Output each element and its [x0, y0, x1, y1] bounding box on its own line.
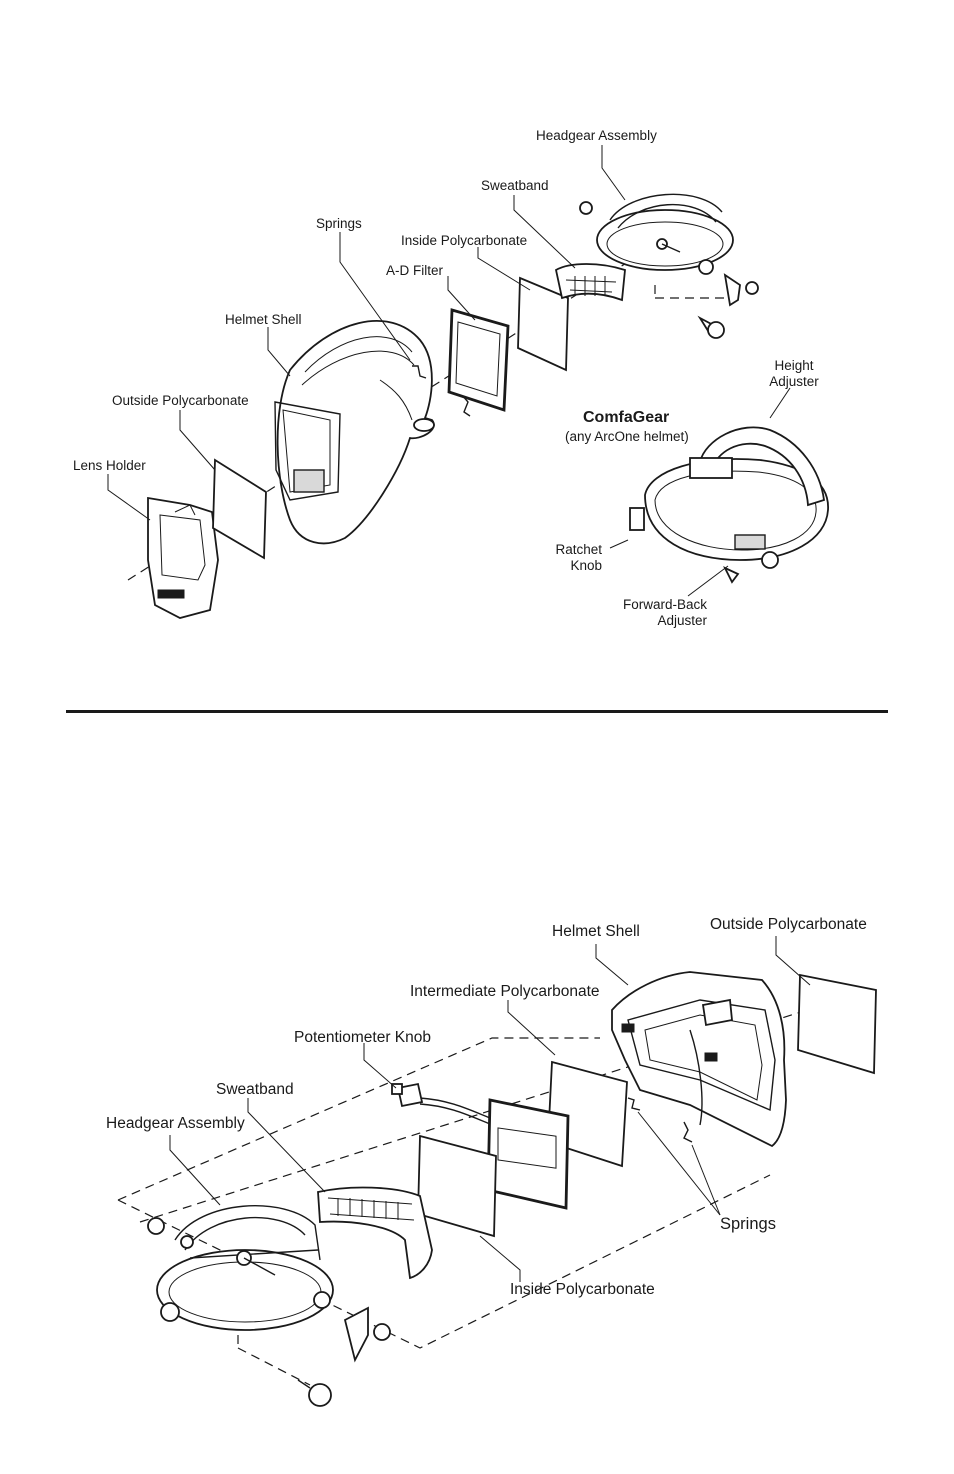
- helmet-shell-part-bottom: [611, 971, 787, 1148]
- label-potentiometer-knob: Potentiometer Knob: [294, 1029, 432, 1046]
- label-outside-polycarbonate-top: Outside Polycarbonate: [112, 393, 249, 408]
- outside-polycarbonate-part-bottom: [797, 973, 877, 1075]
- label-ratchet-knob: Ratchet Knob: [555, 542, 602, 573]
- sweatband-part: [554, 263, 626, 302]
- intermediate-polycarbonate-part: [547, 1060, 628, 1168]
- label-ad-filter: A-D Filter: [386, 263, 443, 278]
- comfagear-subtitle: (any ArcOne helmet): [565, 429, 689, 444]
- label-intermediate-polycarbonate: Intermediate Polycarbonate: [410, 983, 600, 1000]
- helmet-shell-part: [274, 320, 435, 545]
- outside-polycarbonate-part: [212, 458, 267, 560]
- filter-cartridge-bottom: [419, 1097, 570, 1210]
- label-helmet-shell-top: Helmet Shell: [225, 312, 302, 327]
- headgear-assembly-part-bottom: [147, 1205, 391, 1407]
- label-headgear-assembly-top: Headgear Assembly: [536, 128, 657, 143]
- top-leader-lines: [107, 145, 791, 597]
- sweatband-part-bottom: [317, 1186, 433, 1280]
- label-inside-polycarbonate-bottom: Inside Polycarbonate: [510, 1281, 655, 1298]
- lens-holder-part: [147, 496, 219, 619]
- label-sweatband-top: Sweatband: [481, 178, 549, 193]
- comfagear-title: ComfaGear: [583, 409, 670, 426]
- spring-bottom-1: [627, 1097, 641, 1111]
- potentiometer-knob-part: [391, 1082, 424, 1108]
- label-helmet-shell-bottom: Helmet Shell: [552, 923, 640, 940]
- label-lens-holder: Lens Holder: [73, 458, 146, 473]
- label-height-adjuster: Height Adjuster: [769, 358, 819, 389]
- inside-polycarbonate-part: [517, 276, 569, 372]
- ad-filter-part: [447, 308, 510, 412]
- bottom-assembly-axis: [139, 989, 871, 1223]
- spring-upper: [412, 365, 427, 379]
- inside-polycarbonate-part-bottom: [417, 1134, 497, 1238]
- label-inside-polycarbonate-top: Inside Polycarbonate: [401, 233, 528, 248]
- dashed-guide-bottom: [117, 1174, 771, 1349]
- spring-bottom-2: [683, 1121, 693, 1143]
- section-divider: [66, 710, 888, 713]
- label-sweatband-bottom: Sweatband: [216, 1081, 294, 1098]
- label-headgear-assembly-bottom: Headgear Assembly: [106, 1115, 245, 1132]
- label-outside-polycarbonate-bottom: Outside Polycarbonate: [710, 916, 867, 933]
- comfagear-drawing: [629, 426, 829, 584]
- headgear-assembly-part: [579, 193, 759, 339]
- label-springs-top: Springs: [316, 216, 362, 231]
- label-springs-bottom: Springs: [720, 1215, 776, 1233]
- top-exploded-diagram: [107, 145, 829, 619]
- label-forward-back-adjuster: Forward-Back Adjuster: [622, 597, 707, 628]
